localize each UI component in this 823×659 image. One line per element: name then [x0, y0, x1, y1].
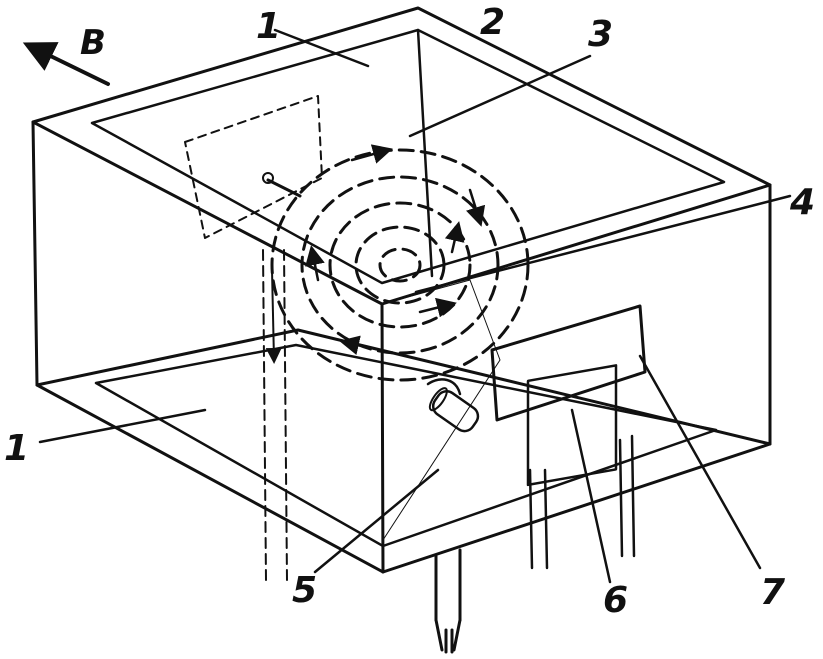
- dashed-wire-1: [262, 249, 267, 581]
- probe-left-tip: [262, 172, 274, 184]
- element-6-lead-4: [630, 434, 636, 558]
- label-bottom-plate: 1: [4, 428, 29, 469]
- label-5: 5: [292, 570, 317, 611]
- bottom-electrode: [94, 343, 718, 548]
- feed-curve: [426, 378, 462, 396]
- field-label: B: [80, 23, 106, 63]
- field-arrow: [22, 42, 110, 86]
- dashed-loop-upper: [184, 95, 323, 239]
- top-electrode: [90, 28, 726, 285]
- label-3: 3: [588, 14, 613, 55]
- element-6-lead-3: [618, 438, 624, 558]
- element-6-lead-1: [528, 468, 534, 570]
- top-plate-frame: [31, 6, 772, 306]
- label-top-plate: 1: [256, 6, 281, 47]
- block-7: [490, 304, 647, 422]
- stem-tip: [434, 618, 462, 654]
- leader-lines: [38, 28, 792, 584]
- label-7: 7: [760, 572, 785, 613]
- dashed-wire-2: [283, 249, 288, 581]
- front-face-hatch: [381, 279, 501, 541]
- flow-arrows: [305, 144, 486, 356]
- label-2: 2: [480, 2, 505, 43]
- element-6: [526, 364, 618, 487]
- spiral-flow: [270, 148, 530, 382]
- box-edge-left: [31, 120, 39, 387]
- label-6: 6: [603, 580, 628, 621]
- block-7-top: [491, 305, 641, 351]
- label-4: 4: [789, 182, 815, 223]
- element-6-lead-2: [543, 468, 549, 570]
- cylinder-5: [428, 387, 480, 433]
- wire-3: [265, 269, 282, 364]
- bottom-plate-frame: [35, 328, 772, 574]
- probe-left: [266, 178, 302, 198]
